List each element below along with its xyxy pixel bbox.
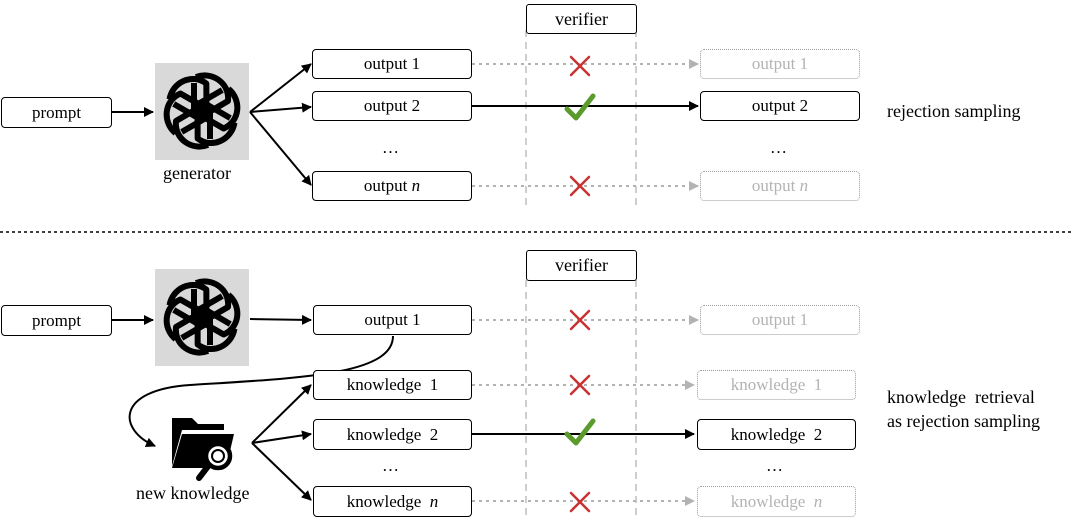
cross-icon	[569, 55, 591, 77]
prompt-box-bottom: prompt	[1, 305, 112, 336]
openai-logo-icon	[163, 278, 241, 356]
verifier-label-top: verifier	[526, 4, 637, 34]
knowledge-result-box-n: knowledge n	[697, 486, 856, 517]
knowledge-result-box-2: knowledge 2	[697, 419, 856, 450]
ellipsis-knowledge-results: …	[766, 456, 783, 475]
caption-rejection-sampling: rejection sampling	[887, 101, 1021, 121]
knowledge-box-1: knowledge 1	[313, 370, 472, 400]
generator-label: generator	[163, 163, 231, 183]
ellipsis-outputs: …	[382, 138, 399, 157]
openai-logo-icon	[163, 72, 241, 150]
knowledge-box-n: knowledge n	[313, 486, 472, 517]
prompt-box-top: prompt	[1, 97, 112, 128]
result-box-n: output n	[700, 171, 860, 201]
generator-icon-tile	[155, 63, 249, 160]
new-knowledge-label: new knowledge	[136, 483, 250, 503]
knowledge-box-2: knowledge 2	[313, 419, 472, 450]
ellipsis-results: …	[770, 138, 787, 157]
result-box-1: output 1	[700, 49, 860, 79]
output-box-1-bottom: output 1	[313, 305, 472, 335]
knowledge-result-box-1: knowledge 1	[697, 370, 856, 400]
output-box-n: output n	[312, 171, 472, 201]
generator-icon-tile	[155, 269, 249, 366]
result-box-2: output 2	[700, 91, 860, 121]
cross-icon	[569, 374, 591, 396]
cross-icon	[569, 309, 591, 331]
check-icon	[564, 418, 596, 446]
output-box-1: output 1	[312, 49, 472, 79]
check-icon	[564, 93, 596, 121]
ellipsis-knowledge: …	[382, 456, 399, 475]
result-box-output-1: output 1	[700, 305, 860, 335]
caption-knowledge-retrieval-line2: as rejection sampling	[887, 411, 1040, 431]
folder-search-icon	[172, 418, 234, 481]
output-box-2: output 2	[312, 91, 472, 121]
caption-knowledge-retrieval-line1: knowledge retrieval	[887, 387, 1035, 407]
cross-icon	[569, 175, 591, 197]
cross-icon	[569, 491, 591, 513]
verifier-label-bottom: verifier	[526, 250, 637, 281]
